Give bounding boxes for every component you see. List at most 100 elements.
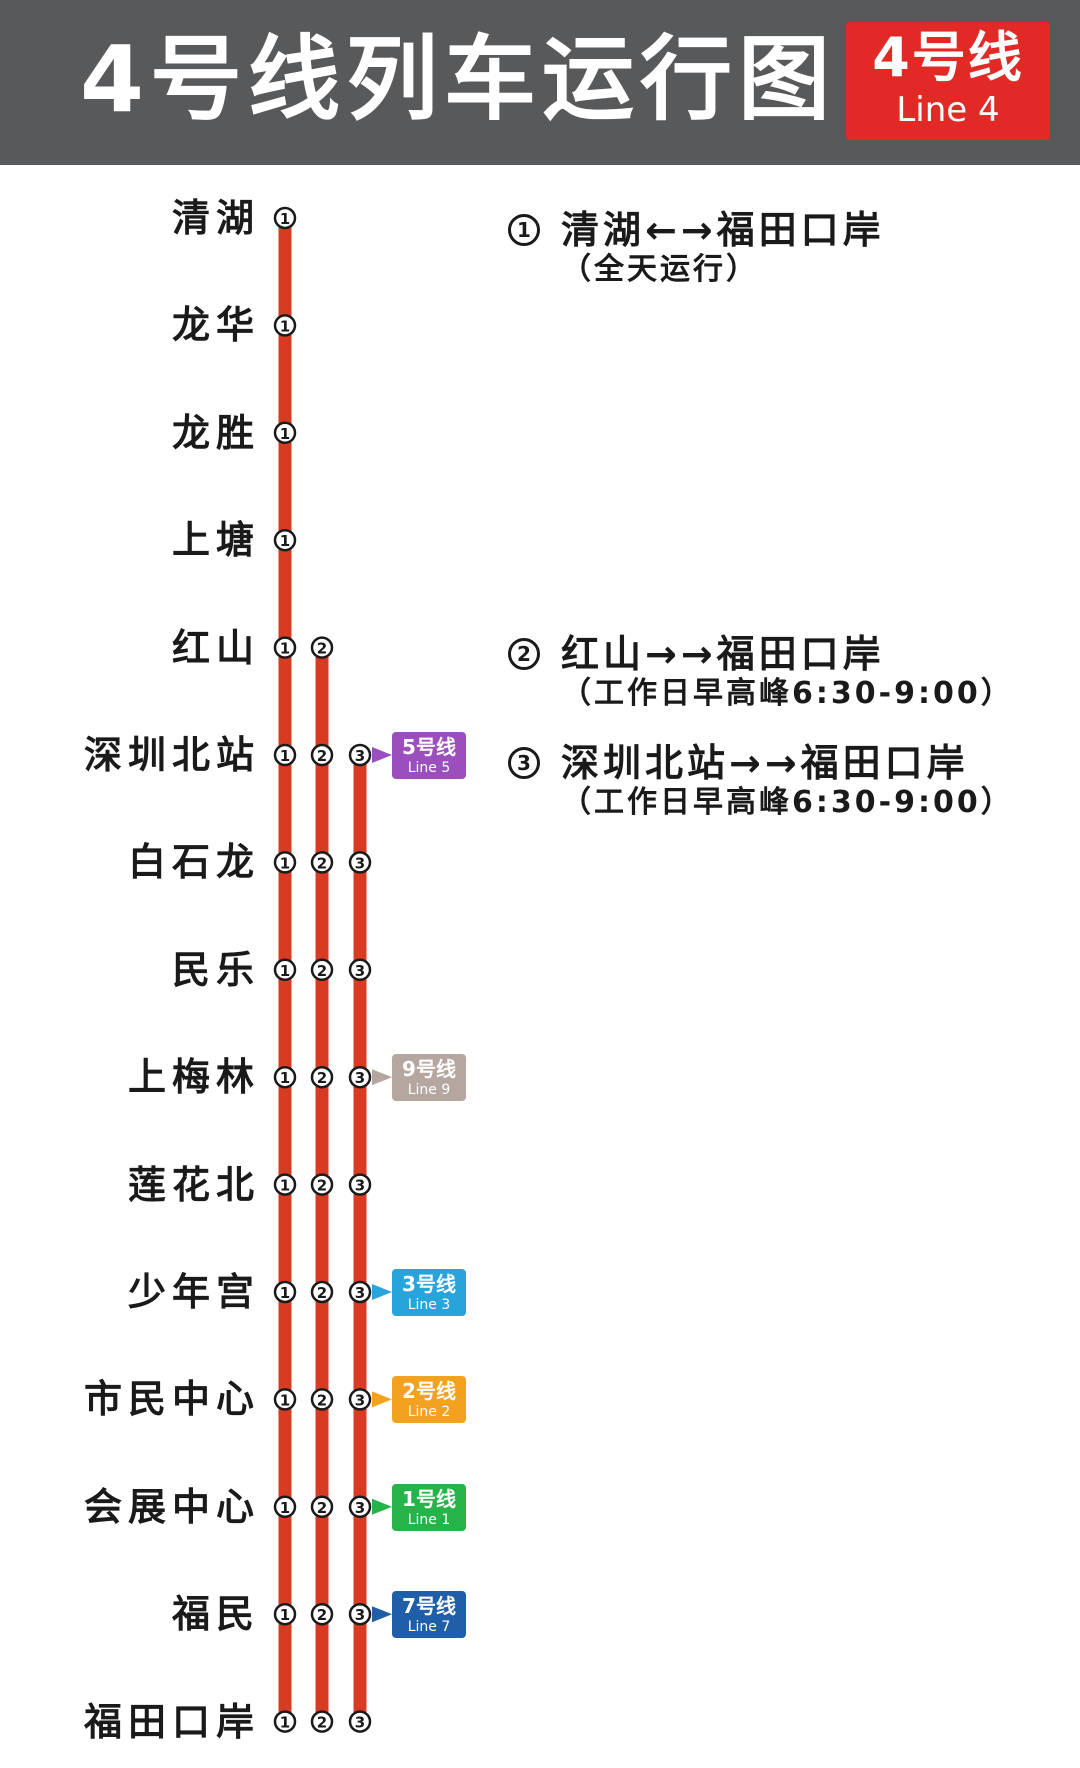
- station-name: 深圳北站: [83, 733, 260, 777]
- service-3-stop-marker: 3: [348, 958, 372, 982]
- line-4-badge: 4号线 Line 4: [846, 22, 1050, 140]
- service-1-stop-marker: 1: [273, 1495, 297, 1519]
- service-1-stop-marker: 1: [273, 851, 297, 874]
- svg-text:1: 1: [280, 1499, 290, 1517]
- service-1-stop-marker: 1: [273, 1280, 297, 1304]
- svg-text:1: 1: [280, 317, 290, 335]
- station-name: 会展中心: [83, 1484, 260, 1529]
- service-2-stop-marker: 2: [310, 1173, 334, 1196]
- transfer-line-en: Line 1: [407, 1511, 451, 1528]
- svg-text:1: 1: [280, 532, 290, 550]
- service-3-stop-marker: 3: [348, 743, 372, 767]
- transfer-line-zh: 2号线: [402, 1379, 456, 1404]
- svg-text:1: 1: [280, 1284, 290, 1302]
- service-1-stop-marker: 1: [273, 1173, 297, 1196]
- legend-note-1: （全天运行）: [561, 252, 759, 287]
- line-badge-en: Line 4: [896, 90, 1000, 130]
- transfer-arrow-icon: [372, 1606, 392, 1623]
- svg-text:2: 2: [317, 854, 327, 872]
- svg-text:1: 1: [280, 1606, 290, 1624]
- station-name: 市民中心: [83, 1377, 260, 1422]
- service-3-stop-marker: 3: [348, 1602, 372, 1626]
- service-2-stop-marker: 2: [310, 851, 334, 874]
- svg-text:2: 2: [317, 1284, 327, 1302]
- svg-text:3: 3: [355, 747, 365, 765]
- header-bar: 4号线列车运行图 4号线 Line 4: [0, 0, 1080, 165]
- transfer-line-zh: 9号线: [402, 1057, 456, 1082]
- service-3-stop-marker: 3: [348, 1173, 372, 1196]
- station-name: 民乐: [171, 947, 260, 992]
- service-3-stop-marker: 3: [348, 1065, 372, 1089]
- line-badge-zh: 4号线: [872, 26, 1024, 89]
- svg-text:1: 1: [280, 1391, 290, 1409]
- service-3-stop-marker: 3: [348, 1495, 372, 1519]
- station-name: 福民: [171, 1592, 260, 1637]
- transfer-line-en: Line 9: [407, 1082, 451, 1099]
- svg-text:2: 2: [317, 640, 327, 658]
- legend-number-3: 3: [508, 747, 540, 779]
- svg-text:2: 2: [317, 1069, 327, 1087]
- legend-note-2: （工作日早高峰6:30-9:00）: [561, 676, 1014, 711]
- service-2-stop-marker: 2: [310, 1710, 334, 1733]
- svg-text:1: 1: [280, 1069, 290, 1087]
- service-1-stop-marker: 1: [273, 1065, 297, 1089]
- service-3-stop-marker: 3: [348, 1388, 372, 1411]
- svg-text:3: 3: [355, 1284, 365, 1302]
- service-2-stop-marker: 2: [310, 743, 334, 767]
- station-name: 红山: [171, 625, 260, 670]
- station-name: 龙华: [171, 303, 260, 348]
- service-2-stop-marker: 2: [310, 1495, 334, 1519]
- svg-text:2: 2: [317, 1177, 327, 1195]
- transfer-line-zh: 1号线: [402, 1486, 456, 1511]
- svg-text:1: 1: [280, 1714, 290, 1732]
- service-1-stop-marker: 1: [273, 421, 297, 445]
- legend-number-1: 1: [508, 214, 540, 246]
- svg-text:3: 3: [355, 1714, 365, 1732]
- svg-text:1: 1: [280, 1177, 290, 1195]
- service-2-stop-marker: 2: [310, 1388, 334, 1411]
- transfer-line-zh: 3号线: [402, 1272, 456, 1296]
- svg-text:2: 2: [317, 1714, 327, 1732]
- service-1-stop-marker: 1: [273, 314, 297, 337]
- service-3-stop-marker: 3: [348, 1280, 372, 1304]
- service-2-stop-marker: 2: [310, 1065, 334, 1089]
- svg-text:2: 2: [317, 1391, 327, 1409]
- service-3-stop-marker: 3: [348, 851, 372, 874]
- svg-text:1: 1: [280, 640, 290, 658]
- transfer-line-en: Line 2: [407, 1404, 451, 1421]
- page-title: 4号线列车运行图: [80, 26, 837, 133]
- svg-text:1: 1: [280, 210, 290, 228]
- station-name: 龙胜: [171, 410, 260, 455]
- svg-text:2: 2: [317, 1499, 327, 1517]
- svg-text:2: 2: [317, 962, 327, 980]
- service-2-stop-marker: 2: [310, 958, 334, 982]
- svg-text:3: 3: [355, 1177, 365, 1195]
- svg-text:3: 3: [355, 1391, 365, 1409]
- legend-route-2: 红山→→福田口岸: [561, 632, 885, 676]
- transfer-line-en: Line 3: [407, 1297, 451, 1313]
- svg-text:1: 1: [280, 747, 290, 765]
- legend-route-3: 深圳北站→→福田口岸: [561, 741, 969, 785]
- station-name: 白石龙: [127, 840, 260, 885]
- svg-text:3: 3: [355, 1499, 365, 1517]
- service-1-stop-marker: 1: [273, 1388, 297, 1411]
- service-1-stop-marker: 1: [273, 958, 297, 982]
- service-1-stop-marker: 1: [273, 1602, 297, 1626]
- service-2-stop-marker: 2: [310, 636, 334, 659]
- service-2-stop-marker: 2: [310, 1280, 334, 1304]
- transfer-arrow-icon: [372, 1498, 392, 1515]
- service-1-stop-marker: 1: [273, 743, 297, 767]
- transfer-line-en: Line 7: [407, 1619, 451, 1636]
- transfer-arrow-icon: [372, 1284, 392, 1300]
- svg-text:2: 2: [317, 1606, 327, 1624]
- svg-text:1: 1: [280, 425, 290, 443]
- transfer-line-zh: 7号线: [402, 1594, 456, 1619]
- station-name: 少年宫: [127, 1270, 260, 1314]
- svg-text:3: 3: [355, 854, 365, 872]
